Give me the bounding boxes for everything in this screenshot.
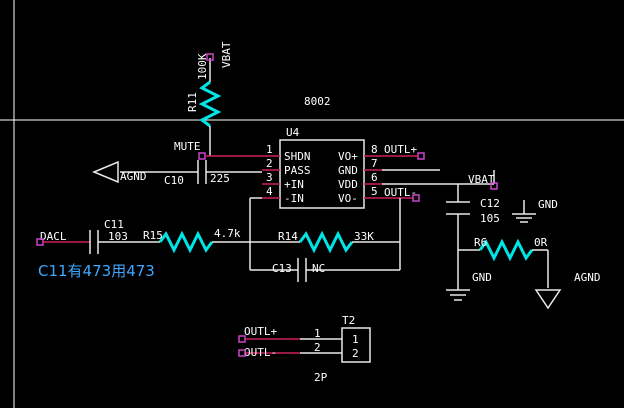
c11-capacitor[interactable] [89, 230, 160, 254]
r11-ref-label: R11 [186, 92, 199, 112]
u4-pin2-name: PASS [284, 164, 311, 177]
t2-outl-plus-port[interactable] [238, 335, 246, 343]
c13-capacitor[interactable] [250, 258, 400, 282]
vbat-top-label: VBAT [220, 41, 233, 68]
r15-ref-label: R15 [143, 229, 163, 242]
vbat-right-port[interactable] [490, 182, 498, 190]
r6-resistor[interactable] [458, 238, 549, 288]
t2-value-label: 2P [314, 371, 328, 384]
u4-pin5-num: 5 [371, 185, 378, 198]
c12-ref-label: C12 [480, 197, 500, 210]
c10-capacitor[interactable] [120, 160, 262, 184]
c10-ref-label: C10 [164, 174, 184, 187]
t2-connector[interactable] [245, 327, 371, 363]
u4-ic-body[interactable] [279, 139, 365, 209]
u4-pin1-name: SHDN [284, 150, 311, 163]
t2-inner-2: 2 [352, 347, 359, 360]
u4-pin2-num: 2 [266, 157, 273, 170]
vbat-top-port[interactable] [206, 53, 214, 61]
c11-value-label: 103 [108, 230, 128, 243]
c12-value-label: 105 [480, 212, 500, 225]
outl-plus-port[interactable] [417, 152, 425, 160]
agnd-right-label: AGND [574, 271, 601, 284]
u4-pin3-name: +IN [284, 178, 304, 191]
r11-resistor[interactable] [198, 58, 222, 156]
c11-note-text: C11有473用473 [38, 262, 155, 280]
t2-inner-1: 1 [352, 333, 359, 346]
outl-plus-net-label: OUTL+ [384, 143, 417, 156]
r6-ref-label: R6 [474, 236, 487, 249]
r14-ref-label: R14 [278, 230, 298, 243]
u4-ref-label: U4 [286, 126, 300, 139]
t2-outl-minus-label: OUTL- [244, 346, 277, 359]
gnd-cap-symbol [512, 200, 536, 223]
c11-ref-label: C11 [104, 218, 124, 231]
t2-outl-minus-port[interactable] [238, 349, 246, 357]
c13-value-label: NC [312, 262, 325, 275]
outl-minus-net-label: OUTL- [384, 186, 417, 199]
mute-net-label: MUTE [174, 140, 201, 153]
u4-pin1-num: 1 [266, 143, 273, 156]
c10-value-label: 225 [210, 172, 230, 185]
r11-value-label: 100K [196, 53, 209, 80]
t2-pin2-num: 2 [314, 341, 321, 354]
agnd-left-symbol [92, 160, 119, 184]
mute-port[interactable] [198, 152, 206, 160]
gnd-r6-symbol [446, 289, 470, 301]
t2-ref-label: T2 [342, 314, 355, 327]
u4-pin8-num: 8 [371, 143, 378, 156]
u4-pin8-name: VO+ [338, 150, 358, 163]
u4-pin7-num: 7 [371, 157, 378, 170]
u4-pin4-num: 4 [266, 185, 273, 198]
u4-pin7-name: GND [338, 164, 358, 177]
u4-pin6-num: 6 [371, 171, 378, 184]
r6-value-label: 0R [534, 236, 548, 249]
ic-part-number: 8002 [304, 95, 331, 108]
c12-capacitor[interactable] [446, 184, 470, 290]
r15-resistor[interactable] [158, 230, 250, 254]
agnd-right-symbol [534, 289, 562, 310]
u4-right-pins [364, 155, 382, 199]
r14-value-label: 33K [354, 230, 374, 243]
u4-pin5-name: VO- [338, 192, 358, 205]
u4-pin3-num: 3 [266, 171, 273, 184]
vbat-right-label: VBAT [468, 173, 495, 186]
t2-outl-plus-label: OUTL+ [244, 325, 277, 338]
c13-ref-label: C13 [272, 262, 292, 275]
u4-pin6-name: VDD [338, 178, 358, 191]
u4-pin4-name: -IN [284, 192, 304, 205]
gnd-r6-label: GND [472, 271, 492, 284]
t2-pin1-num: 1 [314, 327, 321, 340]
gnd-cap-label: GND [538, 198, 558, 211]
agnd-left-label: AGND [120, 170, 147, 183]
u4-left-pins [262, 155, 280, 199]
dacl-net-label: DACL [40, 230, 67, 243]
r14-resistor[interactable] [298, 230, 400, 254]
r15-value-label: 4.7k [214, 227, 241, 240]
